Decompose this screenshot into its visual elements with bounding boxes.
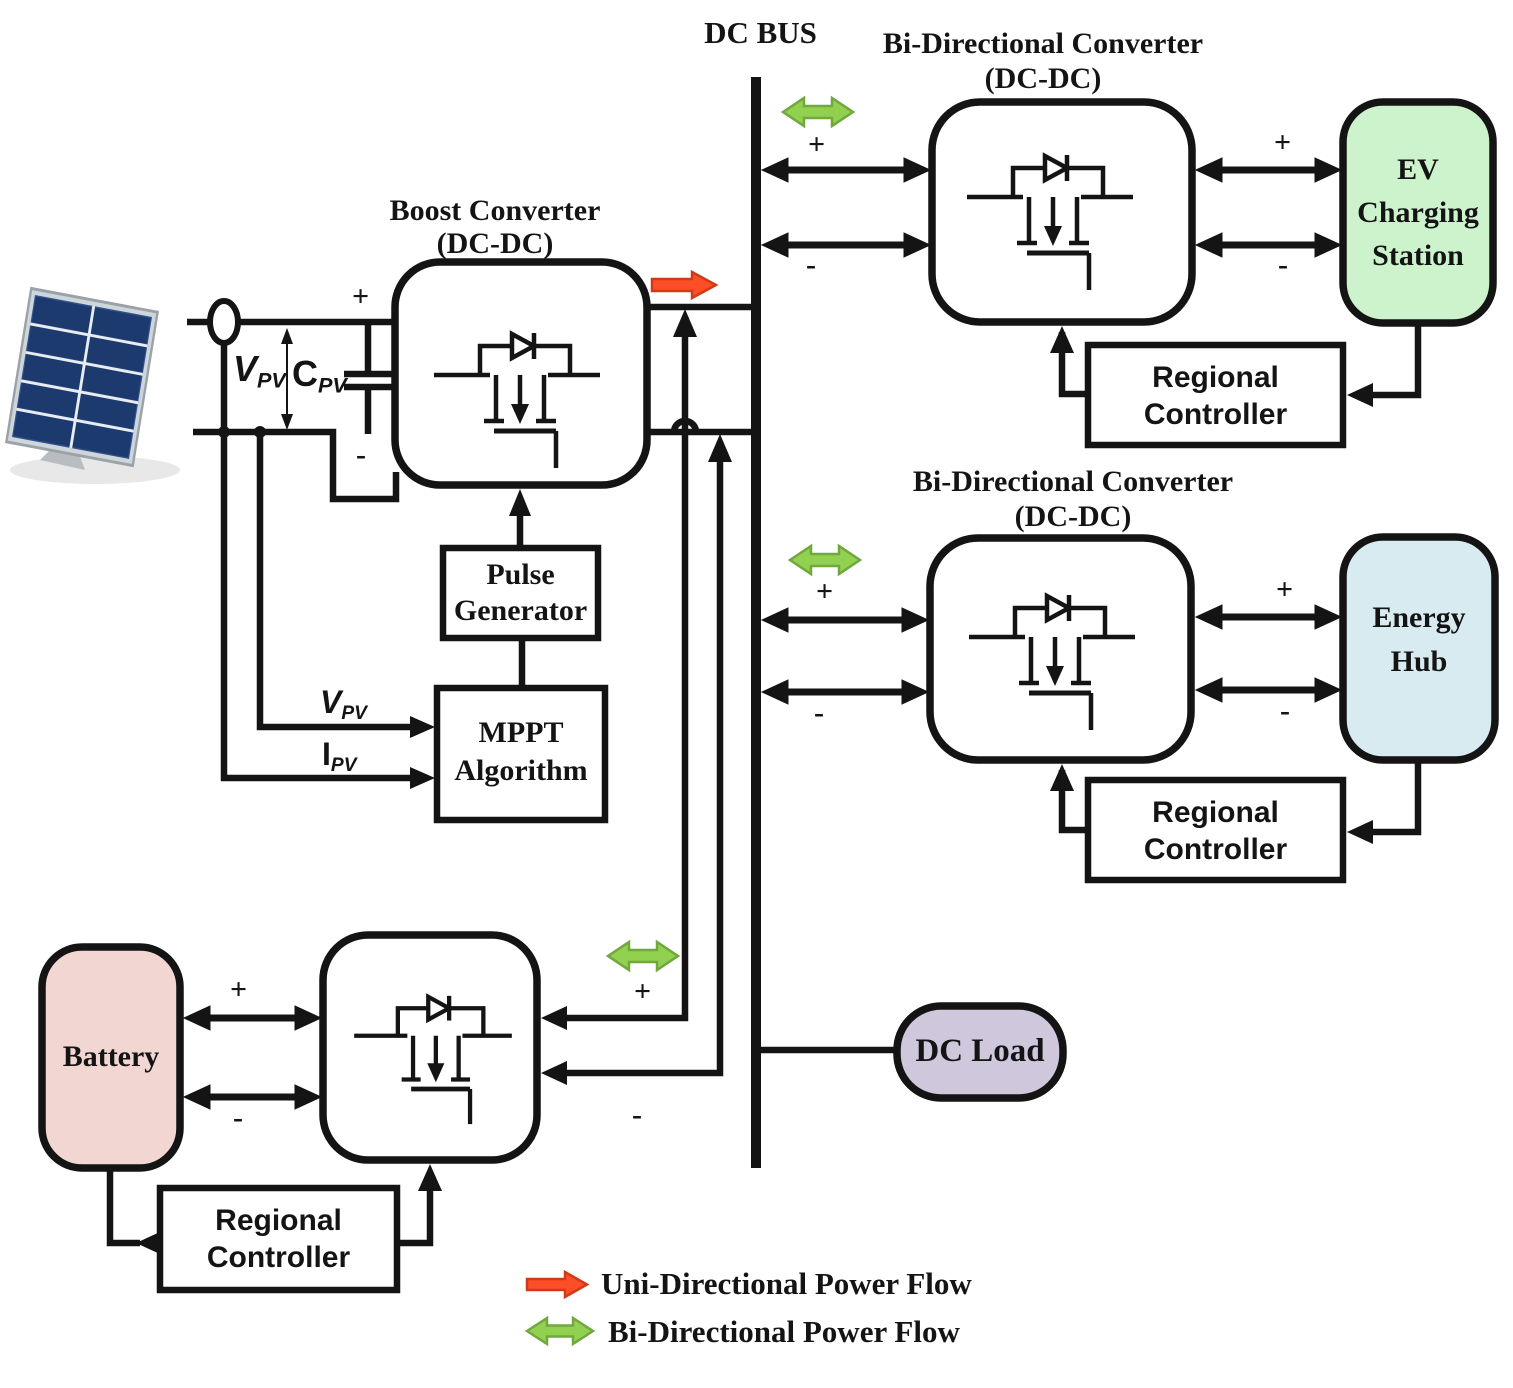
dc-bus-label: DC BUS: [704, 15, 817, 50]
rc-battery-wiring: [106, 1168, 434, 1247]
pulse-arrowhead: [509, 489, 531, 516]
up-arrowhead: [418, 1164, 442, 1191]
up-arrowhead: [1050, 764, 1074, 791]
ev-charging-station-box: [1339, 98, 1497, 327]
conv2-right-minus: -: [1280, 694, 1290, 727]
bidir-converter-top-box: [928, 98, 1196, 326]
bidir-link: [760, 157, 932, 258]
conv1-right-plus: +: [1274, 126, 1292, 159]
pv-minus: -: [356, 438, 366, 471]
bidir-converter-mid-box: [926, 534, 1195, 764]
wire-hop: [670, 417, 700, 433]
regional-controller-ev-box: [1084, 341, 1347, 449]
bus-feed-minus: -: [632, 1098, 642, 1131]
vpv-sense-label: VPV: [320, 684, 367, 724]
left-arrowhead: [1347, 383, 1373, 407]
junction-dot: [218, 426, 230, 438]
ev-charging-station-label: EV Charging Station: [1357, 153, 1479, 272]
legend-uni-label: Uni-Directional Power Flow: [601, 1266, 972, 1301]
current-sensor-icon: [207, 298, 241, 346]
bidir-link: [1194, 157, 1343, 258]
conv2-left-minus: -: [814, 696, 824, 729]
regional-controller-battery-label: Regional Controller: [206, 1204, 351, 1274]
conv2-left-plus: +: [816, 575, 834, 608]
battery-plus: +: [230, 973, 248, 1006]
dc-load-box: [893, 1002, 1067, 1102]
control-wiring: [516, 510, 526, 688]
mppt-box: [433, 684, 609, 824]
battery-label: Battery: [62, 1040, 160, 1073]
legend-bi-arrow-icon: [524, 1315, 596, 1347]
mppt-label: MPPT Algorithm: [454, 716, 588, 787]
bidir-converter-top-title: Bi-Directional Converter (DC-DC): [882, 27, 1204, 95]
left-arrowhead: [541, 1061, 567, 1085]
bi-flow-arrow-icon: [787, 543, 863, 577]
pulse-generator-label: Pulse Generator: [453, 558, 588, 627]
legend-uni-arrow-icon: [525, 1269, 590, 1300]
up-arrowhead: [1050, 326, 1074, 353]
conv1-right-minus: -: [1278, 248, 1288, 281]
bidir-link: [182, 1005, 323, 1110]
bidir-converter-mid-title: Bi-Directional Converter (DC-DC): [912, 465, 1234, 533]
uni-flow-arrow-icon: [650, 269, 719, 301]
regional-controller-ev-label: Regional Controller: [1143, 361, 1288, 431]
regional-controller-battery-box: [156, 1184, 401, 1294]
battery-converter-box: [319, 931, 541, 1164]
vpv-label: VPV: [233, 348, 286, 393]
junction-dot: [254, 426, 266, 438]
left-arrowhead: [1347, 820, 1373, 844]
up-arrowhead: [708, 434, 732, 462]
dc-load-label: DC Load: [915, 1033, 1045, 1069]
vpv-arrowhead: [410, 716, 435, 738]
up-arrowhead: [673, 309, 697, 337]
boost-output-wires: [565, 303, 752, 1077]
pulse-generator-box: [439, 544, 602, 642]
cpv-label: CPV: [292, 353, 347, 398]
right-arrowhead: [136, 1231, 162, 1255]
bi-flow-arrow-icon: [780, 95, 856, 129]
legend-bi-label: Bi-Directional Power Flow: [608, 1314, 960, 1349]
battery-minus: -: [233, 1101, 243, 1134]
left-arrowhead: [541, 1006, 567, 1030]
bus-feed-plus: +: [634, 975, 652, 1008]
pv-plus: +: [352, 280, 370, 313]
conv1-left-minus: -: [806, 248, 816, 281]
conv2-right-plus: +: [1276, 573, 1294, 606]
boost-converter-box: [391, 258, 651, 489]
boost-converter-title: Boost Converter (DC-DC): [389, 194, 601, 260]
regional-controller-hub-label: Regional Controller: [1143, 796, 1288, 866]
ipv-sense-label: IPV: [322, 736, 357, 776]
bidir-link: [760, 607, 930, 705]
bidir-link: [1194, 604, 1343, 703]
conv1-left-plus: +: [808, 128, 826, 161]
regional-controller-hub-box: [1084, 776, 1347, 884]
vpv-measure-arrow: [281, 328, 293, 430]
solar-panel-image: [4, 286, 180, 484]
bi-flow-arrow-icon: [605, 939, 681, 973]
energy-hub-label: Energy Hub: [1372, 601, 1466, 678]
ipv-arrowhead: [410, 767, 435, 789]
